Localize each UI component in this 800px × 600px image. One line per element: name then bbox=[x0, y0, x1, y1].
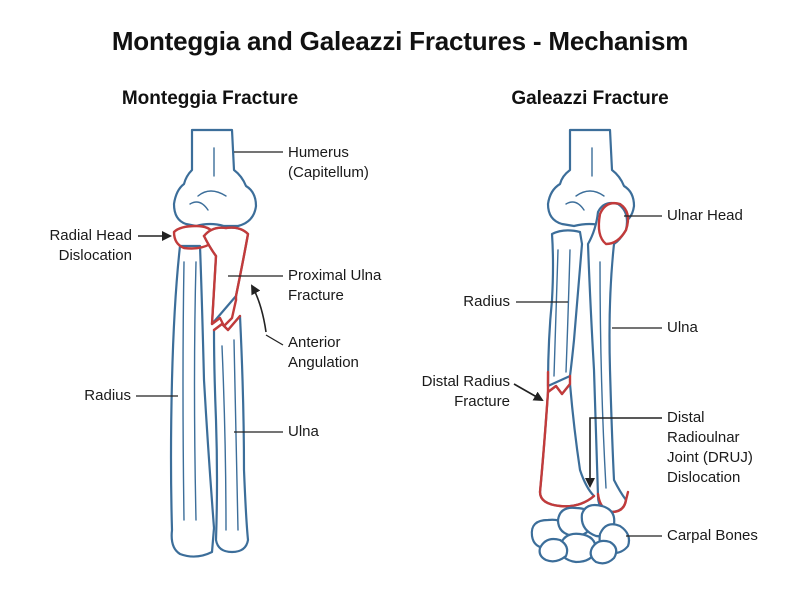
label-druj-dislocation: Distal Radioulnar Joint (DRUJ) Dislocati… bbox=[667, 409, 753, 486]
galeazzi-ulnar-head bbox=[597, 201, 630, 246]
galeazzi-radius bbox=[546, 229, 584, 388]
monteggia-illustration bbox=[169, 128, 258, 558]
label-anterior-angulation: Anterior Angulation bbox=[288, 334, 359, 371]
galeazzi-ulna bbox=[586, 201, 629, 514]
label-ulnar-head: Ulnar Head bbox=[667, 207, 743, 224]
label-galeazzi-ulna: Ulna bbox=[667, 319, 698, 336]
monteggia-radius bbox=[169, 244, 216, 558]
label-galeazzi-radius: Radius bbox=[463, 293, 510, 310]
galeazzi-distal-radius-fracture bbox=[546, 370, 572, 396]
label-monteggia-radius: Radius bbox=[84, 387, 131, 404]
monteggia-humerus bbox=[172, 128, 258, 228]
label-radial-head-dislocation: Radial Head Dislocation bbox=[49, 227, 132, 264]
galeazzi-panel-title: Galeazzi Fracture bbox=[511, 88, 669, 109]
diagram-title: Monteggia and Galeazzi Fractures - Mecha… bbox=[111, 26, 689, 56]
label-distal-radius-fracture: Distal Radius Fracture bbox=[421, 373, 510, 410]
label-carpal-bones: Carpal Bones bbox=[667, 527, 758, 544]
galeazzi-illustration bbox=[530, 128, 636, 565]
monteggia-panel-title: Monteggia Fracture bbox=[121, 88, 299, 109]
label-proximal-ulna-fracture: Proximal Ulna Fracture bbox=[288, 267, 382, 304]
label-monteggia-ulna: Ulna bbox=[288, 423, 319, 440]
galeazzi-carpal-bones bbox=[530, 503, 631, 565]
monteggia-ulna-distal bbox=[212, 314, 250, 554]
label-humerus: Humerus (Capitellum) bbox=[288, 144, 369, 181]
